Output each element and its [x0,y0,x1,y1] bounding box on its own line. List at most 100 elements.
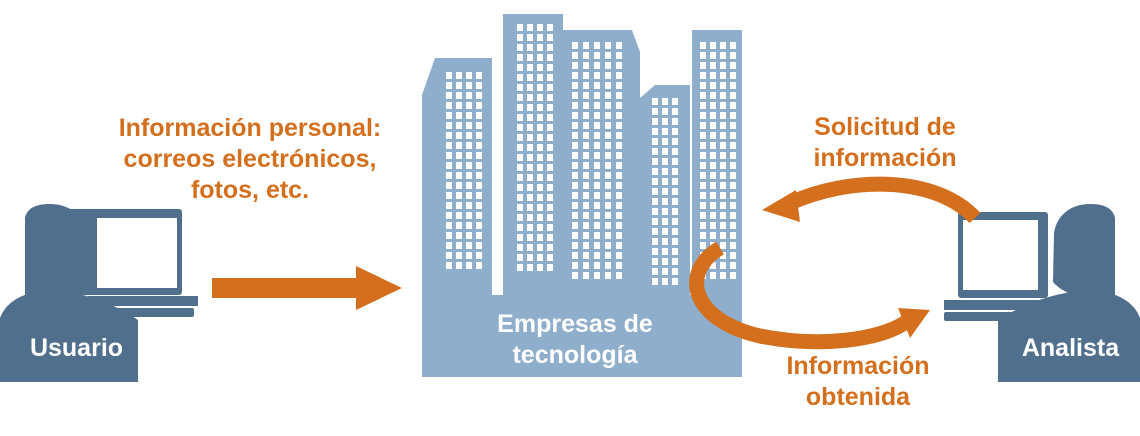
building-window [466,72,472,79]
building-window [583,262,589,269]
building-window [662,128,668,135]
building-window [517,264,523,271]
building-window [652,268,658,275]
building-window [547,234,553,241]
building-window [517,144,523,151]
personal-info-line-3: fotos, etc. [190,175,310,204]
building-window [672,238,678,245]
building-window [547,254,553,261]
building-windows [446,24,736,285]
building-window [466,182,472,189]
building-window [572,212,578,219]
request-line-1: Solicitud de [814,113,956,141]
building-window [662,248,668,255]
building-window [672,158,678,165]
building-window [720,202,726,209]
building-window [547,104,553,111]
building-window [466,132,472,139]
building-window [720,272,726,279]
building-window [616,192,622,199]
building-window [572,202,578,209]
building-window [730,172,736,179]
building-window [720,262,726,269]
building-window [547,84,553,91]
building-window [720,82,726,89]
user-person-icon [0,204,198,382]
building-window [572,222,578,229]
building-window [710,152,716,159]
building-window [594,172,600,179]
building-window [730,72,736,79]
building-window [652,158,658,165]
building-window [537,104,543,111]
building-window [662,218,668,225]
building-window [547,34,553,41]
building-window [446,242,452,249]
building-window [476,132,482,139]
building-window [547,264,553,271]
building-window [476,152,482,159]
building-window [605,82,611,89]
building-window [476,192,482,199]
building-window [476,232,482,239]
building-window [456,172,462,179]
building-window [616,152,622,159]
building-window [517,104,523,111]
building-window [446,212,452,219]
building-window [527,224,533,231]
request-arrow-icon [762,176,981,224]
building-window [476,112,482,119]
building-window [700,242,706,249]
personal-info-line-1: Información personal: [118,114,382,142]
building-window [616,222,622,229]
building-window [466,92,472,99]
building-window [527,204,533,211]
building-window [720,62,726,69]
building-window [527,144,533,151]
building-window [672,198,678,205]
building-window [476,92,482,99]
building-window [572,192,578,199]
building-window [547,124,553,131]
building-window [537,234,543,241]
building-window [456,222,462,229]
building-window [605,92,611,99]
building-window [730,262,736,269]
building-window [605,252,611,259]
building-window [700,192,706,199]
building-window [537,134,543,141]
building-window [527,94,533,101]
building-window [730,232,736,239]
building-window [547,44,553,51]
building-window [572,182,578,189]
building-window [652,198,658,205]
building-window [446,232,452,239]
building-window [476,262,482,269]
building-window [672,228,678,235]
building-window [466,202,472,209]
building-window [720,252,726,259]
building-window [446,92,452,99]
building-window [527,174,533,181]
building-window [730,62,736,69]
building-window [476,222,482,229]
building-window [594,232,600,239]
building-window [720,122,726,129]
building-window [476,182,482,189]
building-window [710,272,716,279]
building-window [517,54,523,61]
building-window [594,182,600,189]
building-window [456,252,462,259]
building-window [605,182,611,189]
building-window [456,192,462,199]
building-window [720,212,726,219]
building-window [466,252,472,259]
building-window [720,112,726,119]
building-window [616,102,622,109]
building-window [594,112,600,119]
building-window [583,92,589,99]
building-window [476,142,482,149]
building-window [710,212,716,219]
building-window [466,222,472,229]
building-window [456,232,462,239]
